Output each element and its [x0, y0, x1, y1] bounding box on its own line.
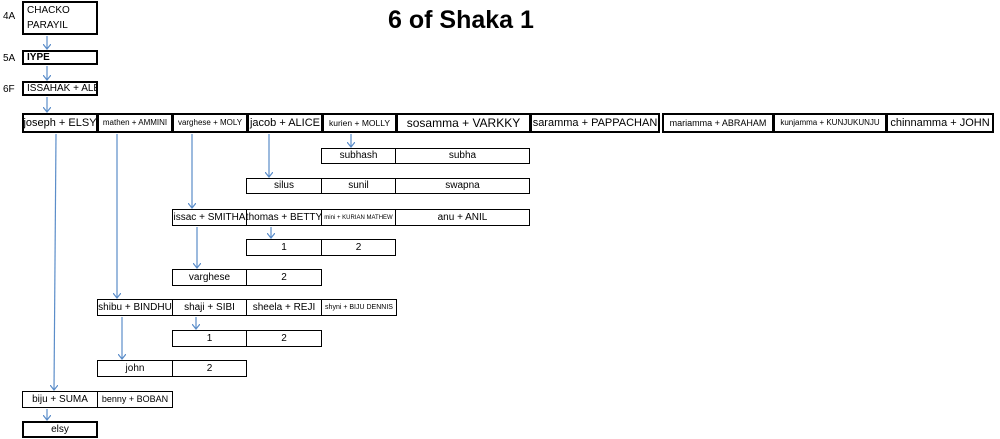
joseph-child-benny-boban: benny + BOBAN: [97, 391, 173, 408]
page-title: 6 of Shaka 1: [388, 6, 534, 34]
thomas-child-2: 2: [321, 239, 396, 256]
thomas-child-1: 1: [246, 239, 322, 256]
jacob-child-swapna: swapna: [395, 178, 530, 194]
varghese-child-anu-anil: anu + ANIL: [395, 209, 530, 226]
child-sosamma-varkky: sosamma + VARKKY: [396, 113, 531, 133]
child-mariamma-abraham: mariamma + ABRAHAM: [662, 113, 774, 133]
kurien-child-subha: subha: [395, 148, 530, 164]
jacob-child-silus: silus: [246, 178, 322, 194]
issac-child-2: 2: [246, 269, 322, 286]
generation-label-4a: 4A: [3, 11, 16, 22]
shaji-child-2: 2: [246, 330, 322, 347]
child-chinnamma-john: chinnamma + JOHN: [886, 113, 994, 133]
arrow-joseph-to-children: [54, 133, 56, 390]
ancestor-name-line1: CHACKO: [27, 4, 70, 16]
varghese-child-mini-kurian-mathew: mini + KURIAN MATHEW: [321, 209, 396, 226]
generation-label-6f: 6F: [3, 84, 15, 95]
generation-label-5a: 5A: [3, 53, 16, 64]
shibu-child-2: 2: [172, 360, 247, 377]
mathen-child-shyni-biju-dennis: shyni + BIJU DENNIS: [321, 299, 397, 316]
ancestor-chacko-parayil: CHACKO PARAYIL: [22, 1, 98, 35]
child-jacob-alice: jacob + ALICE: [247, 113, 323, 133]
ancestor-iype: IYPE: [22, 50, 98, 65]
ancestor-issahak-aleyamma: ISSAHAK + ALEYAMMA: [22, 81, 98, 96]
biju-child-elsy: elsy: [22, 421, 98, 438]
child-saramma-pappachan: saramma + PAPPACHAN: [530, 113, 660, 133]
jacob-child-sunil: sunil: [321, 178, 396, 194]
mathen-child-sheela-reji: sheela + REJI: [246, 299, 322, 316]
ancestor-name-line2: PARAYIL: [27, 19, 68, 31]
issac-child-varghese: varghese: [172, 269, 247, 286]
